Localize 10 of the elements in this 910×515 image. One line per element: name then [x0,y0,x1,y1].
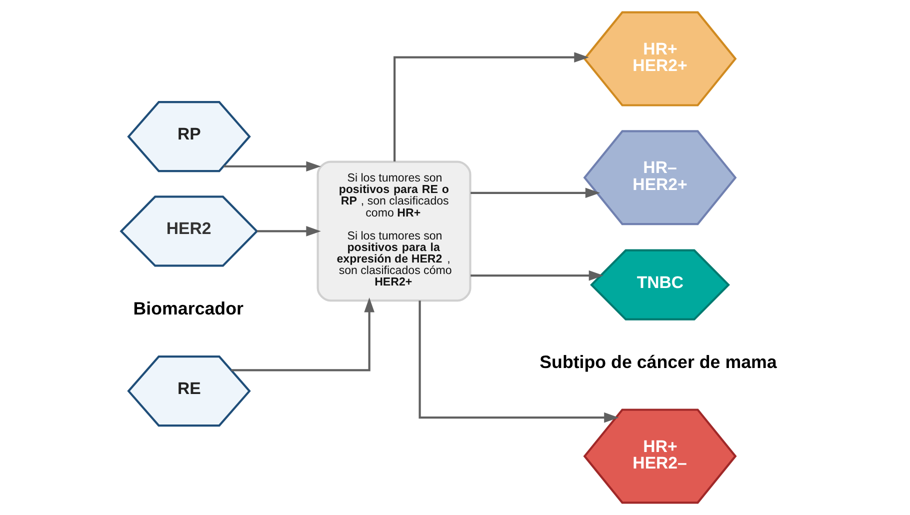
arrow [418,300,619,423]
arrow [231,298,374,372]
arrow [257,226,321,236]
arrow [470,188,600,198]
arrow [224,161,321,172]
node-box: Si los tumores son positivos para RE o RP, son clasificados como HR+ Si los tumores son positivos para la expresión de HER2, son clasificados cómo HER2+ [316,160,472,302]
label: Biomarcador [133,298,244,318]
arrow [470,270,604,281]
label: Subtipo de cáncer de mama [540,352,777,372]
arrow [394,52,589,162]
